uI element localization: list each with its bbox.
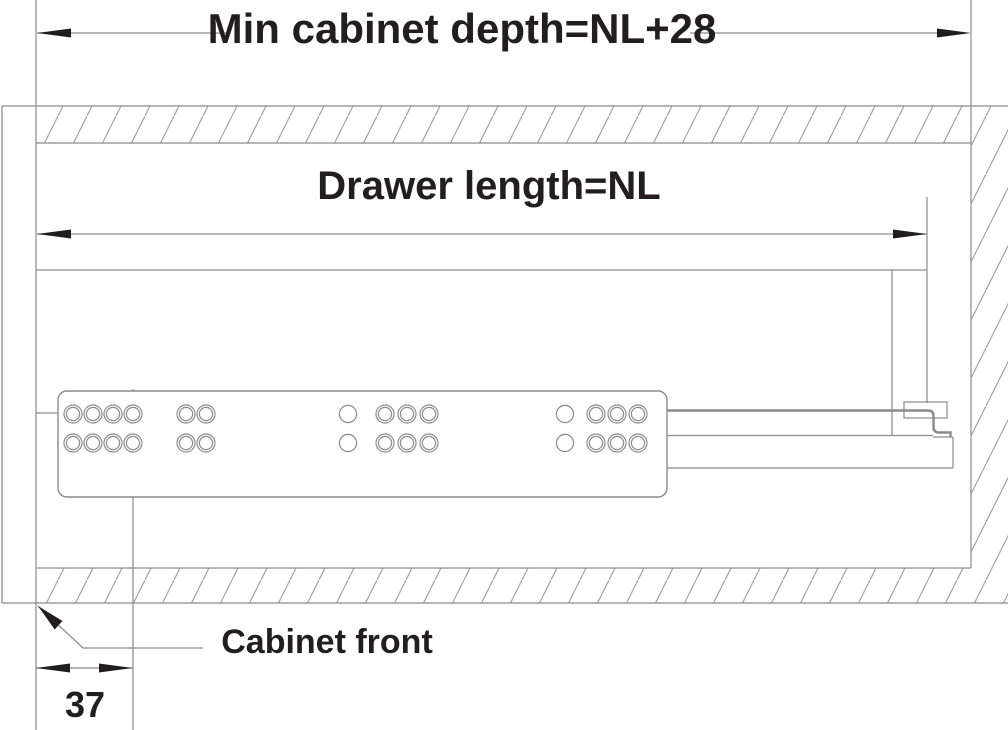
arrow-cabinet-front-leader — [38, 606, 63, 630]
rail-hole-ring — [63, 404, 83, 424]
rail-hole-ring — [103, 404, 123, 424]
rail-hole-ring — [83, 433, 103, 453]
rail-hole-ring — [178, 435, 194, 451]
rail-hole-ring — [397, 433, 417, 453]
rail-hole-ring — [103, 433, 123, 453]
dimension-lines — [36, 32, 937, 669]
rail-hole-ring — [399, 406, 415, 422]
rail-hole-ring — [397, 404, 417, 424]
rail-hole-ring — [178, 406, 194, 422]
rail-hole-ring — [83, 404, 103, 424]
rail-hole-ring — [198, 406, 214, 422]
rail-hole-ring — [176, 404, 196, 424]
rail-hole-ring — [609, 435, 625, 451]
rail-hole-ring — [419, 433, 439, 453]
drawer-outline — [36, 269, 927, 435]
arrow-offset-37-left — [36, 663, 70, 673]
rail-hole-ring — [628, 404, 648, 424]
rail-hole-ring — [123, 433, 143, 453]
dimension-arrowheads — [36, 28, 971, 673]
front-offset-value: 37 — [64, 684, 106, 725]
drawer-length-label: Drawer length=NL — [317, 164, 661, 208]
rail-hole-ring — [607, 404, 627, 424]
rear-bracket-assembly — [667, 401, 954, 469]
rail-hole-ring — [375, 433, 395, 453]
slide-rail — [36, 390, 668, 498]
rail-hole-ring — [609, 406, 625, 422]
rail-hole-ring — [196, 433, 216, 453]
cabinet-outline — [1, 105, 1008, 604]
rail-hole-ring — [628, 433, 648, 453]
rail-hole-ring — [125, 406, 141, 422]
rail-hole-ring — [63, 433, 83, 453]
rail-hole-ring — [375, 404, 395, 424]
rail-hole-ring — [105, 435, 121, 451]
rail-hole-ring — [607, 433, 627, 453]
rail-hole-ring — [421, 435, 437, 451]
rail-hole-ring — [196, 404, 216, 424]
arrow-min-depth-right — [937, 28, 971, 38]
cabinet-front-label: Cabinet front — [221, 623, 433, 661]
rail-hole — [555, 404, 575, 424]
rail-hole-ring — [105, 406, 121, 422]
arrow-offset-37-right — [99, 663, 133, 673]
min-cabinet-depth-label: Min cabinet depth=NL+28 — [207, 5, 717, 52]
rail-hole-ring — [586, 433, 606, 453]
rear-rod-hook — [667, 409, 952, 437]
rail-hole-ring — [65, 435, 81, 451]
cabinet-front-leader-line — [37, 605, 203, 649]
rail-hole-ring — [630, 435, 646, 451]
mounting-holes — [63, 404, 648, 453]
rail-hole-ring — [85, 406, 101, 422]
rail-hole-ring — [630, 406, 646, 422]
rail-hole — [338, 404, 358, 424]
arrow-drawer-length-right — [893, 229, 927, 239]
rail-hole-ring — [123, 404, 143, 424]
rail-hole-ring — [377, 435, 393, 451]
arrow-min-depth-left — [37, 28, 71, 38]
rail-hole-ring — [198, 435, 214, 451]
rail-hole-ring — [125, 435, 141, 451]
rail-hole-ring — [377, 406, 393, 422]
rail-hole-ring — [399, 435, 415, 451]
cabinet-wall-hatching — [36, 106, 1008, 603]
rail-hole — [338, 433, 358, 453]
arrow-drawer-length-left — [37, 229, 71, 239]
rail-hole-ring — [176, 433, 196, 453]
rail-hole-ring — [419, 404, 439, 424]
rail-hole-ring — [586, 404, 606, 424]
rail-hole — [555, 433, 575, 453]
rail-hole-ring — [85, 435, 101, 451]
extension-lines — [35, 0, 972, 730]
rail-hole-ring — [65, 406, 81, 422]
rail-hole-ring — [588, 406, 604, 422]
rail-hole-ring — [588, 435, 604, 451]
rail-hole-ring — [421, 406, 437, 422]
